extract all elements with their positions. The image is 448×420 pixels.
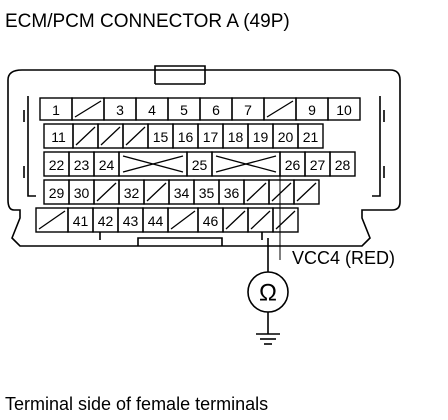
terminal-number: 22 <box>49 157 65 173</box>
terminal-cell <box>293 179 320 205</box>
blank-cross <box>215 155 277 173</box>
unused-terminal-slash <box>38 210 66 230</box>
terminal-number: 4 <box>148 102 156 118</box>
terminal-number: 5 <box>180 102 188 118</box>
terminal-number: 26 <box>285 157 301 173</box>
terminal-number: 3 <box>116 102 124 118</box>
unused-terminal-slash <box>296 182 317 202</box>
unused-terminal-slash <box>246 182 267 202</box>
terminal-number: 15 <box>153 129 169 145</box>
terminal-number: 27 <box>310 157 326 173</box>
terminal-number: 18 <box>228 129 244 145</box>
unused-terminal-slash <box>266 100 294 118</box>
terminal-number: 10 <box>336 102 352 118</box>
terminal-number: 28 <box>335 157 351 173</box>
terminal-number: 24 <box>99 157 115 173</box>
terminal-cell <box>329 151 356 177</box>
terminal-number: 34 <box>174 185 190 201</box>
terminal-number: 23 <box>74 157 90 173</box>
probe-label: VCC4 (RED) <box>292 248 395 268</box>
connector-housing <box>7 65 401 247</box>
terminal-number: 20 <box>278 129 294 145</box>
unused-terminal-slash <box>250 210 271 230</box>
terminal-number: 19 <box>253 129 269 145</box>
terminal-number: 7 <box>244 102 252 118</box>
unused-terminal-slash <box>125 126 146 146</box>
terminal-number: 32 <box>124 185 140 201</box>
terminal-number: 44 <box>148 213 164 229</box>
terminal-cell <box>272 207 299 233</box>
unused-terminal-slash <box>271 182 292 202</box>
probe-wiring <box>247 165 289 345</box>
blank-cross <box>122 155 184 173</box>
terminal-number: 25 <box>192 157 208 173</box>
unused-terminal-slash <box>170 210 196 230</box>
terminal-number: 6 <box>212 102 220 118</box>
terminal-cell <box>327 97 361 121</box>
unused-terminal-slash <box>74 100 102 118</box>
diagram-title: ECM/PCM CONNECTOR A (49P) <box>5 11 290 32</box>
unused-terminal-slash <box>146 182 167 202</box>
terminal-number: 9 <box>308 102 316 118</box>
terminal-number: 17 <box>203 129 219 145</box>
unused-terminal-slash <box>100 126 121 146</box>
terminal-number: 30 <box>74 185 90 201</box>
unused-terminal-slash <box>75 126 96 146</box>
ohm-symbol-text: Ω <box>259 280 277 307</box>
unused-terminal-slash <box>275 210 296 230</box>
unused-terminal-slash <box>225 210 246 230</box>
terminal-number: 35 <box>199 185 215 201</box>
terminal-number: 16 <box>178 129 194 145</box>
terminal-number: 29 <box>49 185 65 201</box>
terminal-cell <box>297 123 324 149</box>
terminal-number: 43 <box>123 213 139 229</box>
terminal-number: 42 <box>98 213 114 229</box>
caption: Terminal side of female terminals <box>5 394 268 414</box>
terminal-number: 11 <box>51 129 66 145</box>
terminal-number: 1 <box>52 102 60 118</box>
terminal-number: 41 <box>73 213 89 229</box>
terminal-number: 46 <box>203 213 219 229</box>
terminal-number: 21 <box>303 129 319 145</box>
unused-terminal-slash <box>96 182 117 202</box>
terminal-number: 36 <box>224 185 240 201</box>
